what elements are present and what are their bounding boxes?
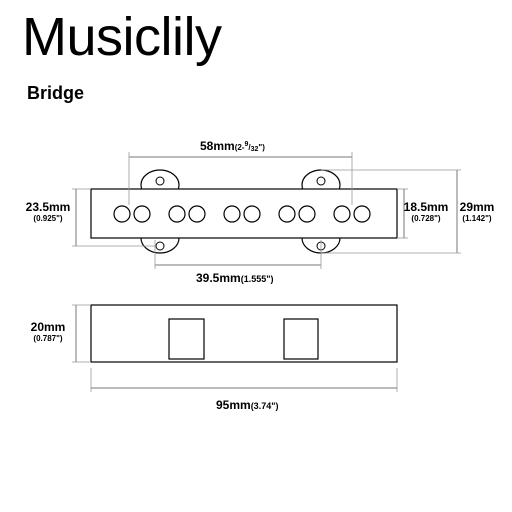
dim-right-inner-label: 18.5mm	[404, 200, 449, 214]
page-subtitle: Bridge	[27, 83, 85, 103]
dim-left-height-label: 23.5mm	[26, 200, 71, 214]
dim-top-mount-frac-suffix: ")	[258, 143, 265, 152]
dim-right-inner-sub: (0.728")	[411, 214, 440, 223]
dim-top-mount-frac-prefix: (2-	[235, 143, 245, 152]
dim-right-outer: 29mm (1.142")	[321, 169, 495, 254]
saddle-hole	[188, 205, 206, 223]
dim-side-height-sub: (0.787")	[33, 334, 62, 343]
saddle-hole	[243, 205, 261, 223]
saddle-hole	[278, 205, 296, 223]
saddle-hole	[168, 205, 186, 223]
dim-top-mount-frac-den: 32	[251, 146, 259, 153]
saddle-hole	[333, 205, 351, 223]
dim-bottom-mount-label: 39.5mm	[196, 271, 241, 285]
dim-left-height: 23.5mm (0.925")	[26, 188, 156, 247]
dim-right-outer-sub: (1.142")	[462, 214, 491, 223]
svg-text:58mm(2-9/32"): 58mm(2-9/32")	[200, 139, 265, 153]
svg-text:95mm(3.74"): 95mm(3.74")	[216, 398, 278, 412]
saddle-holes	[113, 205, 371, 223]
dim-top-mount: 58mm(2-9/32")	[128, 139, 353, 205]
dim-bottom-mount-sub: (1.555")	[241, 274, 274, 284]
svg-text:39.5mm(1.555"): 39.5mm(1.555")	[196, 271, 274, 285]
side-notch-left	[168, 318, 205, 360]
mount-hole	[155, 241, 165, 251]
saddle-hole	[298, 205, 316, 223]
dim-side-height: 20mm (0.787")	[31, 304, 91, 363]
dim-top-mount-frac-sep: /	[248, 143, 251, 152]
mount-hole	[316, 176, 326, 186]
saddle-hole	[223, 205, 241, 223]
dim-left-height-sub: (0.925")	[33, 214, 62, 223]
mount-hole	[155, 176, 165, 186]
dim-total-length-label: 95mm	[216, 398, 251, 412]
saddle-hole	[133, 205, 151, 223]
saddle-hole	[113, 205, 131, 223]
bridge-body-side-view	[90, 304, 398, 363]
dim-top-mount-frac-num: 9	[244, 141, 248, 148]
brand-title: Musiclily	[22, 7, 222, 67]
dim-side-height-label: 20mm	[31, 320, 66, 334]
dim-total-length-sub: (3.74")	[251, 401, 279, 411]
dim-top-mount-label: 58mm	[200, 139, 235, 153]
dim-total-length: 95mm(3.74")	[90, 368, 398, 412]
saddle-hole	[353, 205, 371, 223]
side-notch-right	[283, 318, 319, 360]
dim-bottom-mount: 39.5mm(1.555")	[154, 240, 322, 285]
dim-right-inner: 18.5mm (0.728")	[397, 188, 449, 239]
dim-right-outer-label: 29mm	[460, 200, 495, 214]
